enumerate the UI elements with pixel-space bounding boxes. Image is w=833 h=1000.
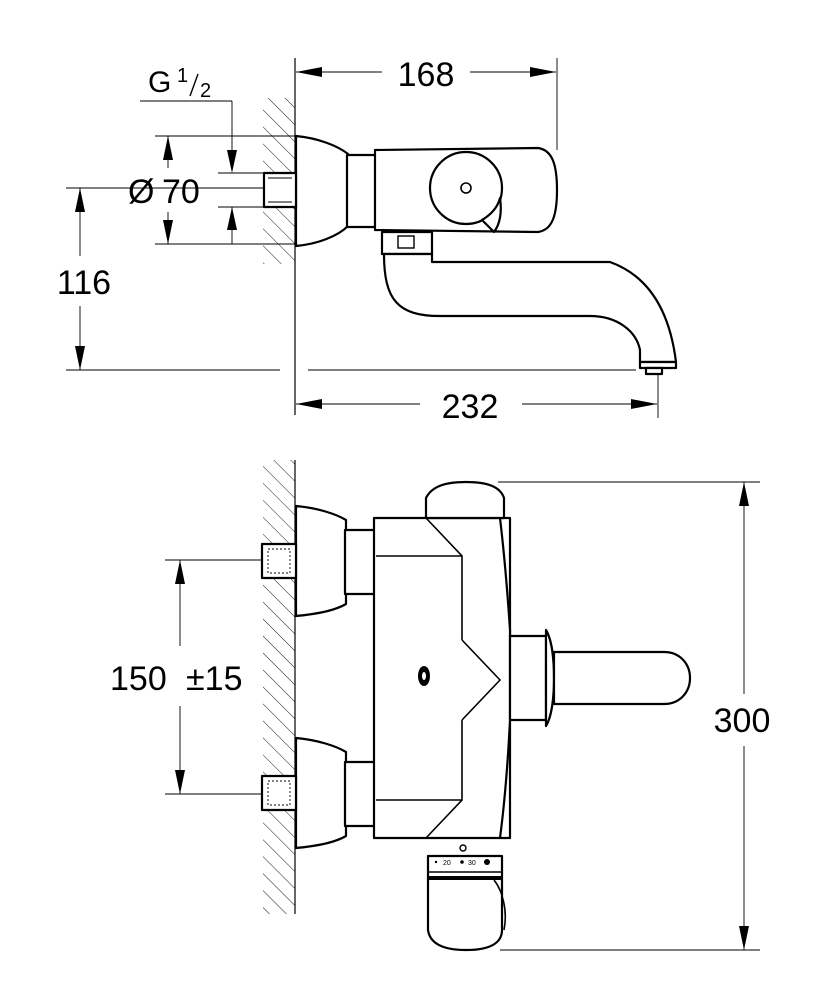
scale-label-30: 30 [468, 860, 476, 867]
mixer-body-front [372, 516, 512, 840]
top-cap-front [424, 480, 506, 520]
dim-thread-den: 2 [200, 80, 211, 102]
handle-lever-top [480, 196, 502, 234]
knob-side [493, 879, 507, 931]
scale-hot-mark [484, 859, 490, 865]
scale-label-20: 20 [443, 860, 451, 867]
front-view: 20 30 150 ±15 300 [110, 460, 771, 952]
dim-116-label: 116 [57, 264, 111, 302]
dim-diameter-value: 70 [162, 173, 200, 211]
handle-screw-top [460, 182, 472, 194]
knob-indicator [459, 844, 467, 852]
dim-232-label: 232 [442, 388, 499, 426]
neck-upper [343, 528, 377, 596]
wall-hatch-front [263, 460, 295, 914]
facet-lower [376, 720, 463, 839]
knob-grip [428, 876, 502, 880]
facet-upper [376, 517, 463, 640]
dim-diameter-symbol: Ø [128, 173, 154, 211]
dim-168-label: 168 [398, 56, 455, 94]
spout-top [382, 252, 678, 364]
temperature-knob [426, 854, 504, 952]
rosette-top [294, 134, 350, 248]
handle-stem-front [508, 634, 548, 722]
handle-front [544, 628, 556, 728]
spout-clip-top [397, 235, 415, 249]
top-view: 168 G 1 2 Ø 70 116 [57, 56, 678, 426]
aerator-tip [644, 366, 664, 376]
dim-thread-num: 1 [177, 65, 188, 87]
dim-300-label: 300 [714, 702, 771, 740]
handle-disk-top [428, 150, 504, 226]
rosette-lower [294, 736, 348, 850]
dim-thread-label: G [148, 66, 171, 99]
lever-front [552, 650, 692, 706]
neck-top [345, 153, 379, 229]
connector-top [262, 171, 298, 209]
dim-150-label: 150 [110, 660, 167, 698]
neck-lower [343, 760, 377, 828]
dim-tolerance-label: ±15 [186, 660, 242, 698]
rosette-upper [294, 504, 348, 618]
facet-center [461, 639, 502, 721]
